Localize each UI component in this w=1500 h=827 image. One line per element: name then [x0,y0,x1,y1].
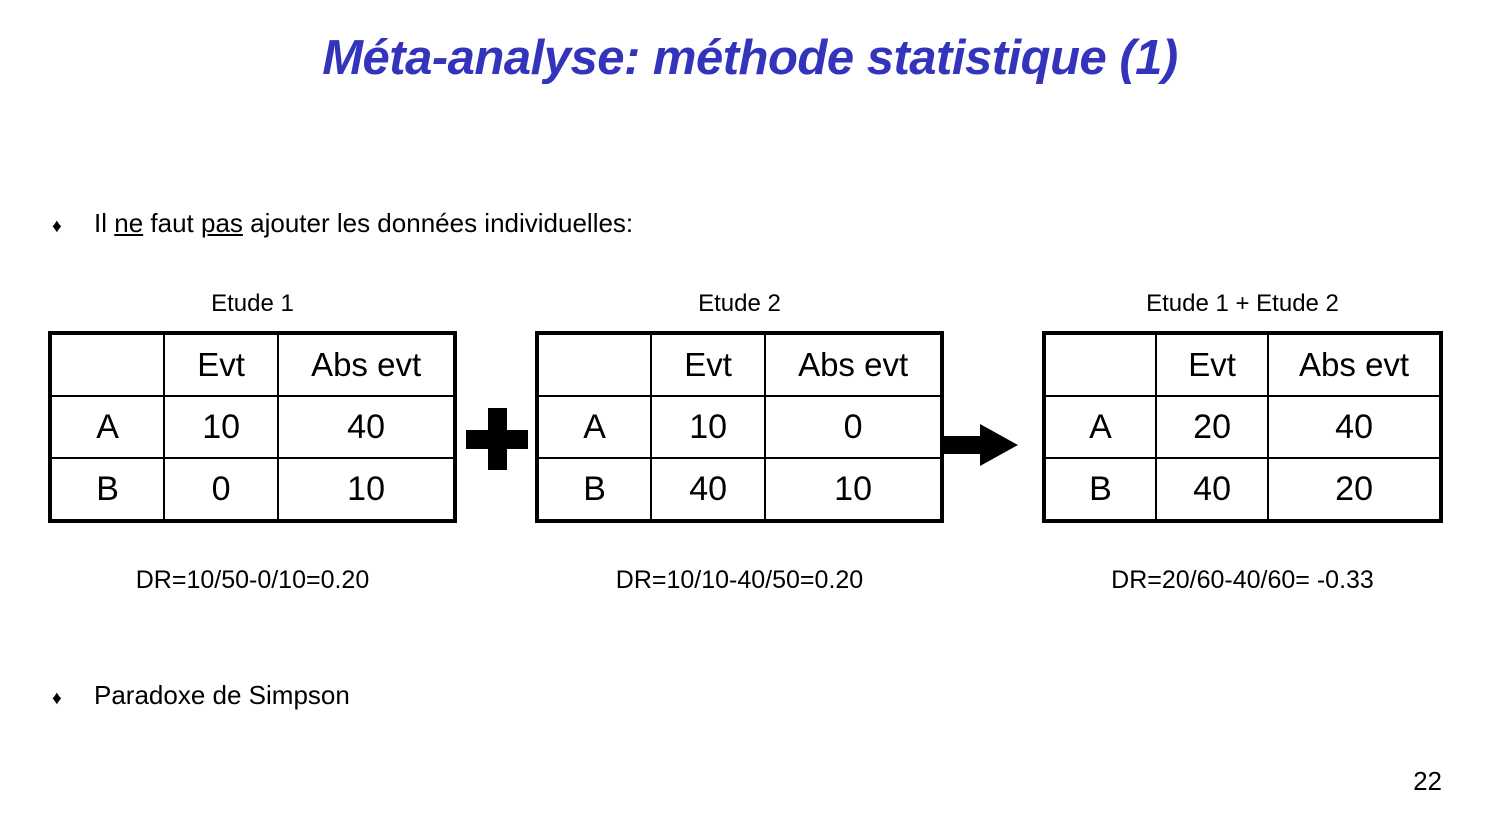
table-row-label-b: B [48,457,166,522]
page-number: 22 [1413,766,1442,796]
study-caption-etude-combined: Etude 1 + Etude 2 [1146,290,1339,317]
page-title: Méta-analyse: méthode statistique (1) [322,31,1178,85]
table-row: A 20 40 [1042,395,1442,459]
table-cell-a-abs-evt: 40 [277,395,456,459]
study-block-etude-1: Etude 1 Evt Abs evt A 10 40 B 0 10 DR=10… [48,290,457,595]
table-etude-2: Evt Abs evt A 10 0 B 40 10 [535,331,944,523]
dr-formula-etude-1: DR=10/50-0/10=0.20 [135,566,370,594]
plus-sign-icon [466,408,528,470]
bullet-item-instruction: ♦ Il ne faut pas ajouter les données ind… [52,208,633,239]
table-cell-b-evt: 40 [1155,457,1270,522]
bullet-item-instruction-label: Il ne faut pas ajouter les données indiv… [94,208,633,239]
table-header-abs-evt: Abs evt [1267,332,1442,397]
bullet-text-part-1: Il [94,208,115,238]
bullet-text-part-3: ajouter les données individuelles: [242,208,634,238]
table-cell-b-evt: 0 [163,457,280,522]
table-row-label-a: A [48,395,166,459]
bullet-underline-pas: pas [200,208,243,238]
table-header-evt: Evt [650,332,767,397]
arrow-shaft [940,436,984,454]
table-cell-a-evt: 10 [650,395,767,459]
table-cell-b-abs-evt: 10 [764,457,943,522]
table-header-row: Evt Abs evt [1042,332,1442,397]
table-header-abs-evt: Abs evt [764,332,943,397]
right-arrow-icon [940,424,1018,466]
table-row: A 10 0 [535,395,943,459]
study-block-etude-2: Etude 2 Evt Abs evt A 10 0 B 40 10 DR=10… [535,290,944,595]
bullet-item-simpson: ♦ Paradoxe de Simpson [52,680,350,711]
table-header-evt: Evt [163,332,280,397]
table-header-corner [48,332,166,397]
bullet-text-part-2: faut [143,208,201,238]
dr-formula-etude-combined: DR=20/60-40/60= -0.33 [1111,566,1374,594]
table-row-label-b: B [1042,457,1158,522]
table-row: B 40 20 [1042,457,1442,522]
plus-vertical-bar [488,408,507,470]
study-block-etude-combined: Etude 1 + Etude 2 Evt Abs evt A 20 40 B … [1042,290,1443,595]
table-header-corner [1042,332,1158,397]
table-row: A 10 40 [48,395,456,459]
table-header-row: Evt Abs evt [48,332,456,397]
table-row-label-b: B [535,457,653,522]
table-etude-combined: Evt Abs evt A 20 40 B 40 20 [1042,331,1443,523]
table-cell-b-abs-evt: 20 [1267,457,1442,522]
bullet-underline-ne: ne [114,208,144,238]
table-header-evt: Evt [1155,332,1270,397]
table-header-corner [535,332,653,397]
table-row-label-a: A [1042,395,1158,459]
dr-formula-etude-2: DR=10/10-40/50=0.20 [615,566,864,594]
table-cell-b-abs-evt: 10 [277,457,456,522]
table-cell-a-evt: 20 [1155,395,1270,459]
table-etude-1: Evt Abs evt A 10 40 B 0 10 [48,331,457,523]
table-cell-a-evt: 10 [163,395,280,459]
study-caption-etude-2: Etude 2 [698,290,781,317]
table-cell-b-evt: 40 [650,457,767,522]
table-row-label-a: A [535,395,653,459]
diamond-bullet-icon: ♦ [52,216,62,237]
table-row: B 40 10 [535,457,943,522]
table-cell-a-abs-evt: 40 [1267,395,1442,459]
table-cell-a-abs-evt: 0 [764,395,943,459]
study-caption-etude-1: Etude 1 [211,290,294,317]
table-header-abs-evt: Abs evt [277,332,456,397]
diamond-bullet-icon: ♦ [52,688,62,709]
arrow-head [980,424,1018,466]
table-row: B 0 10 [48,457,456,522]
bullet-item-simpson-label: Paradoxe de Simpson [94,680,350,710]
table-header-row: Evt Abs evt [535,332,943,397]
